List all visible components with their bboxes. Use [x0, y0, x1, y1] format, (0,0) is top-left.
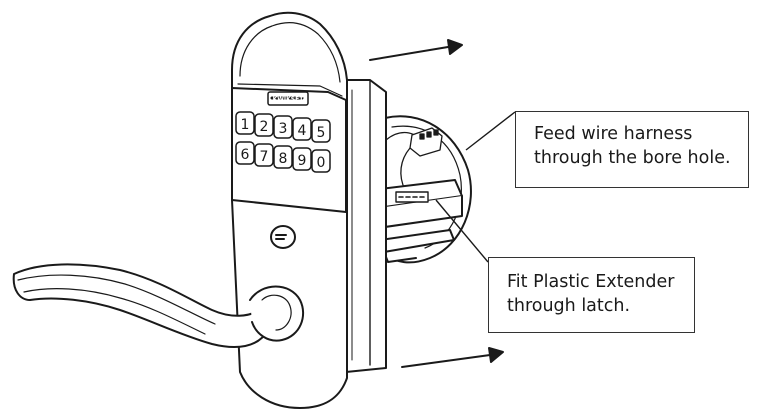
callout-plastic-extender: Fit Plastic Extender through latch. [488, 257, 695, 333]
keypad-brand-label: KWIKSET [273, 96, 305, 103]
key-6: 6 [241, 147, 250, 163]
key-7: 7 [260, 149, 269, 165]
arrow-bottom [401, 347, 504, 368]
callout-harness-line-1: Feed wire harness [534, 124, 693, 144]
key-4: 4 [298, 123, 307, 139]
callout-harness-line-2: through the bore hole. [534, 148, 731, 168]
key-8: 8 [279, 151, 288, 167]
key-2: 2 [260, 119, 269, 135]
key-1: 1 [241, 117, 250, 133]
keyhole-cylinder [270, 225, 296, 249]
key-0: 0 [317, 155, 326, 171]
callout-extender-line-2: through latch. [507, 296, 631, 316]
extender-leader-line [435, 199, 489, 263]
lever-handle [12, 263, 305, 349]
key-3: 3 [279, 121, 288, 137]
callout-feed-wire-harness: Feed wire harness through the bore hole. [515, 111, 749, 188]
callout-extender-line-1: Fit Plastic Extender [507, 272, 675, 292]
arrow-top [369, 39, 463, 61]
keypad-buttons [235, 111, 331, 173]
wire-harness-connector [400, 127, 443, 191]
key-5: 5 [317, 125, 326, 141]
harness-leader-line [465, 111, 516, 151]
key-9: 9 [298, 153, 307, 169]
